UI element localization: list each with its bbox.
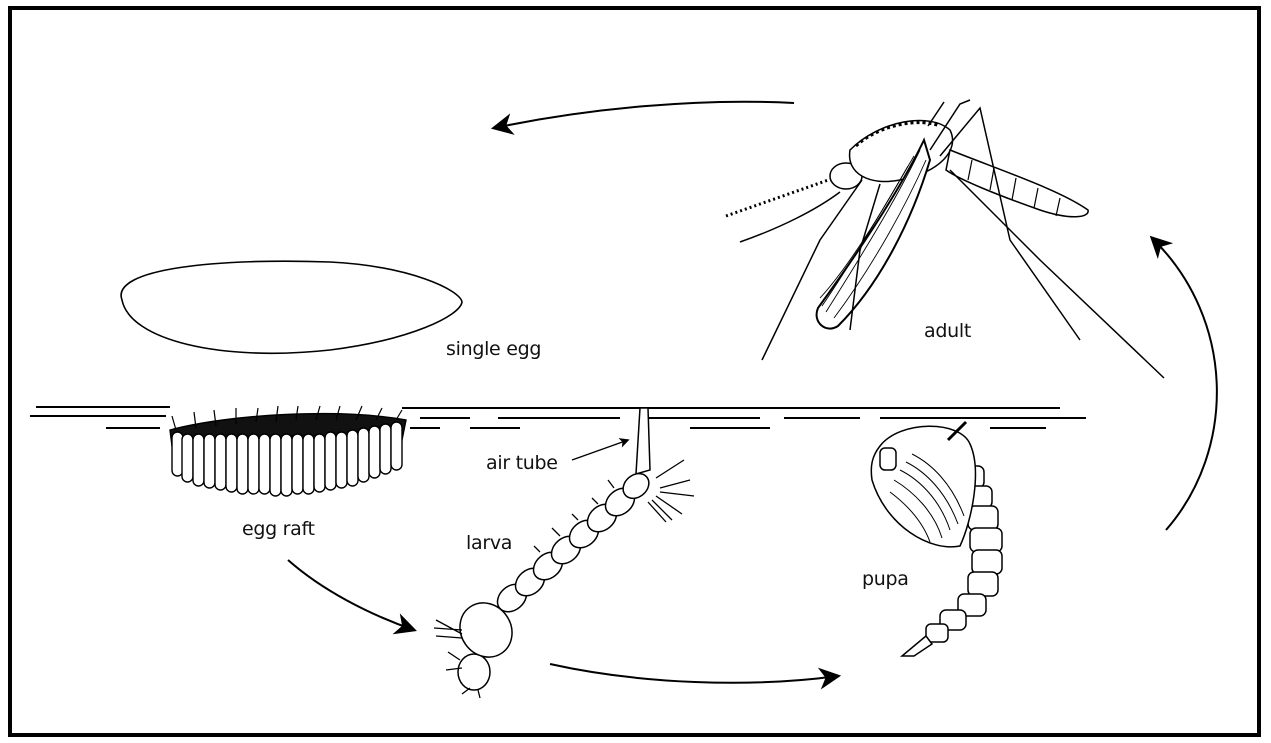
label-air-tube: air tube [486, 452, 558, 474]
label-single-egg: single egg [446, 338, 541, 360]
arrow-egg-raft-to-larva [288, 560, 414, 630]
arrow-adult-to-egg [494, 102, 794, 128]
lifecycle-arrows [288, 102, 1217, 683]
label-pupa: pupa [862, 568, 909, 590]
pupa-shape [871, 422, 1002, 656]
egg-raft-shape [170, 406, 406, 496]
arrow-pupa-to-adult [1152, 238, 1217, 530]
label-larva: larva [466, 532, 512, 554]
single-egg-shape [121, 261, 462, 353]
label-egg-raft: egg raft [242, 518, 315, 540]
air-tube-pointer [572, 440, 628, 460]
water-surface [30, 407, 1086, 428]
label-adult: adult [924, 320, 971, 342]
arrow-larva-to-pupa [550, 664, 838, 683]
